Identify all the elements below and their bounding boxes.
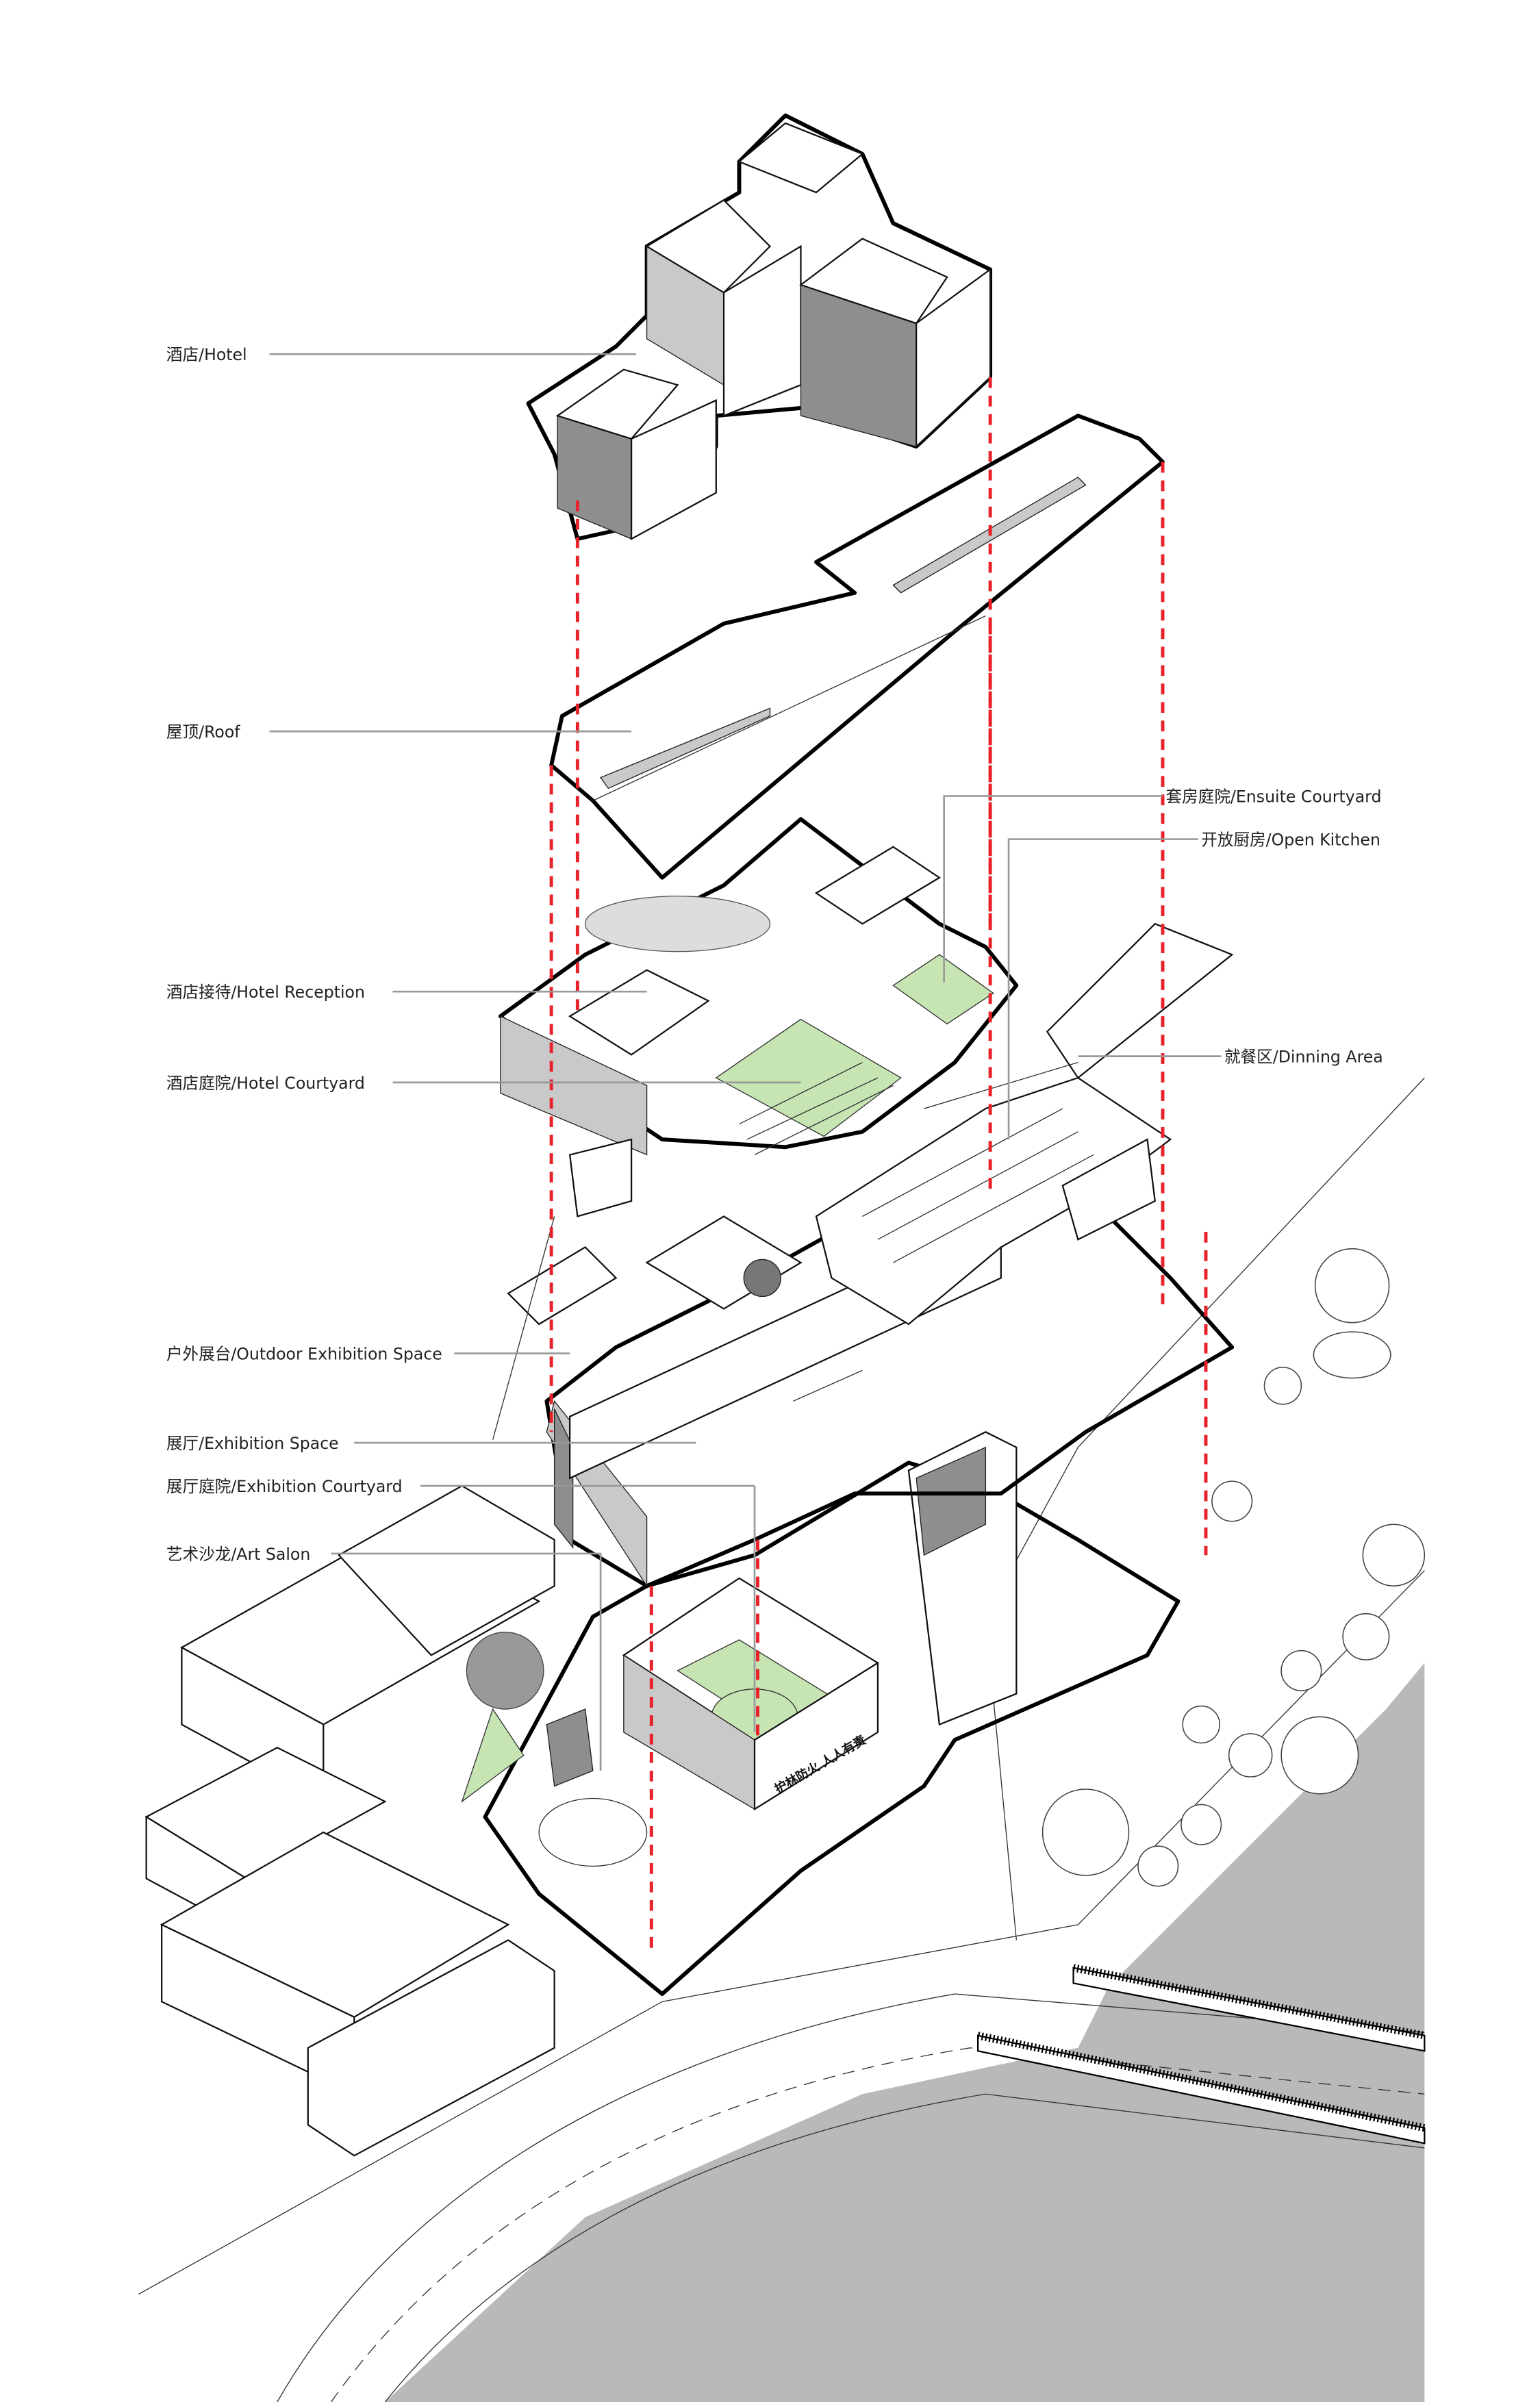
label-hotel-courtyard: 酒店庭院/Hotel Courtyard xyxy=(166,1074,365,1093)
label-dining-area: 就餐区/Dinning Area xyxy=(1224,1048,1383,1067)
alignment-lines xyxy=(549,377,1208,1956)
label-hotel: 酒店/Hotel xyxy=(166,345,247,364)
label-hotel-reception: 酒店接待/Hotel Reception xyxy=(166,983,365,1002)
label-ensuite-courtyard: 套房庭院/Ensuite Courtyard xyxy=(1165,787,1381,807)
label-outdoor-exhibition: 户外展台/Outdoor Exhibition Space xyxy=(166,1345,442,1364)
reception-level xyxy=(498,817,1234,1217)
label-art-salon: 艺术沙龙/Art Salon xyxy=(166,1545,310,1564)
bridge-lower xyxy=(976,2032,1426,2145)
trees xyxy=(466,1248,1426,1887)
label-exhibition-courtyard: 展厅庭院/Exhibition Courtyard xyxy=(166,1477,403,1496)
label-open-kitchen: 开放厨房/Open Kitchen xyxy=(1201,831,1380,850)
label-exhibition-space: 展厅/Exhibition Space xyxy=(166,1434,339,1453)
neighbour-buildings xyxy=(144,1484,555,2157)
bridge-upper xyxy=(1072,1964,1426,2052)
hotel-block xyxy=(526,113,993,541)
leader-lines xyxy=(269,353,1222,1771)
label-roof: 屋顶/Roof xyxy=(166,722,240,742)
